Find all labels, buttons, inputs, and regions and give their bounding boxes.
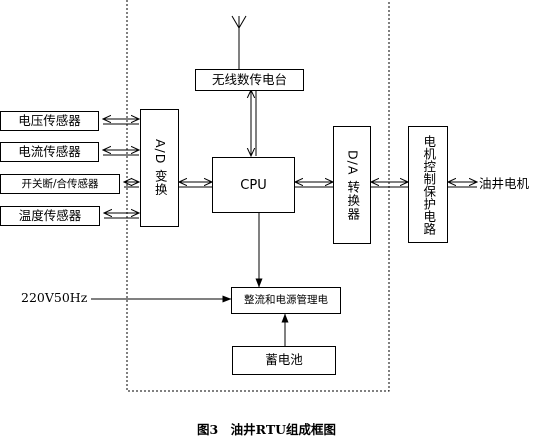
sensor-temperature: 温度传感器 — [0, 206, 100, 226]
cpu-block: CPU — [212, 157, 295, 213]
cpu-label: CPU — [240, 177, 267, 193]
battery-block: 蓄电池 — [232, 346, 336, 375]
cpu-da-connector — [295, 182, 333, 188]
ad-cpu-connector — [179, 182, 212, 188]
battery-label: 蓄电池 — [265, 352, 303, 368]
sensor-current: 电流传感器 — [0, 142, 99, 162]
wireless-radio-label: 无线数传电台 — [211, 71, 287, 87]
power-management-label: 整流和电源管理电 — [244, 294, 328, 307]
power-input-label: 220V50Hz — [21, 290, 88, 305]
da-motorctrl-connector — [371, 182, 408, 188]
ad-converter-label: A/D 变换 — [152, 139, 168, 197]
sensor-voltage: 电压传感器 — [0, 111, 99, 131]
da-converter-label: D/A 转换器 — [345, 149, 361, 221]
sensor-switch: 开关断/合传感器 — [0, 174, 120, 194]
wireless-cpu-connector — [251, 90, 257, 156]
sensor-ad-connectors — [103, 119, 139, 219]
antenna-icon — [231, 15, 247, 69]
oil-well-motor-label: 油井电机 — [479, 176, 530, 191]
motorctrl-output-connector — [448, 182, 477, 188]
rtu-enclosure — [126, 0, 390, 392]
ad-converter-block: A/D 变换 — [140, 109, 179, 227]
motor-control-block: 电机控制保护电路 — [408, 126, 448, 243]
da-converter-block: D/A 转换器 — [333, 126, 371, 244]
motor-control-label: 电机控制保护电路 — [421, 134, 437, 235]
power-management-block: 整流和电源管理电 — [231, 287, 341, 314]
wireless-radio-block: 无线数传电台 — [195, 69, 304, 91]
figure-caption: 图3 油井RTU组成框图 — [196, 422, 337, 437]
